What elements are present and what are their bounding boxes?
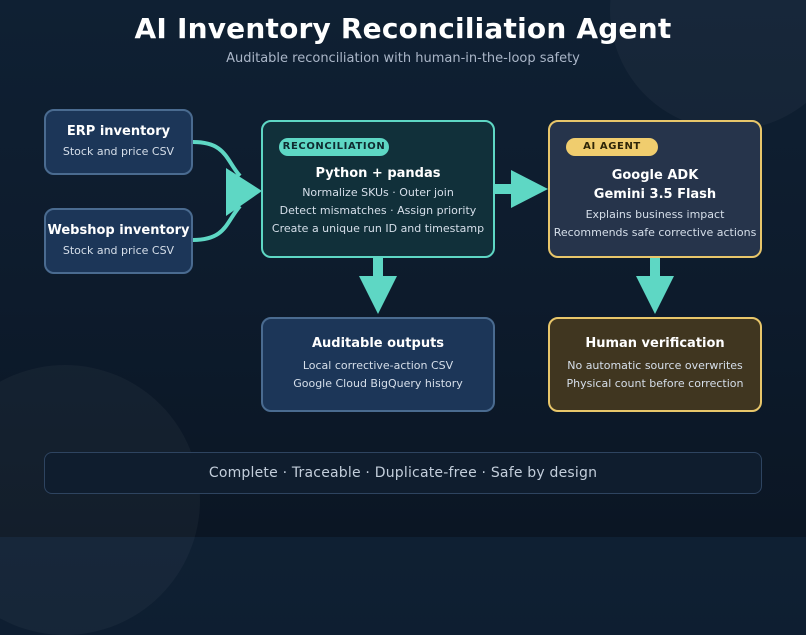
webshop-inventory-title: Webshop inventory [47,222,190,238]
webshop-inventory-subtitle: Stock and price CSV [62,243,175,257]
human-verification-title: Human verification [585,336,725,351]
human-verification-node: Human verification No automatic source o… [548,317,762,412]
reconciliation-badge: RECONCILIATION [279,138,389,156]
ai-agent-title: Google ADK Gemini 3.5 Flash [594,166,716,204]
erp-to-reconciliation-connector [192,140,242,178]
reconciliation-line-1: Normalize SKUs · Outer join [302,186,454,199]
ai-agent-node: AI AGENT Google ADK Gemini 3.5 Flash Exp… [548,120,762,258]
human-verification-line-1: No automatic source overwrites [567,359,743,372]
webshop-to-reconciliation-connector [192,204,242,242]
ai-agent-badge: AI AGENT [566,138,658,156]
agent-to-human-arrowhead [636,276,674,314]
flow-connectors [192,140,674,314]
reconciliation-title: Python + pandas [315,166,441,181]
reconciliation-to-agent-shaft [495,184,513,194]
footer-banner: Complete · Traceable · Duplicate-free · … [44,452,762,494]
erp-inventory-node: ERP inventory Stock and price CSV [44,109,193,175]
reconciliation-to-outputs-shaft [373,258,383,278]
ai-agent-line-2: Recommends safe corrective actions [553,226,757,239]
auditable-outputs-node: Auditable outputs Local corrective-actio… [261,317,495,412]
reconciliation-node: RECONCILIATION Python + pandas Normalize… [261,120,495,258]
reconciliation-to-agent-arrowhead [511,170,548,208]
reconciliation-line-2: Detect mismatches · Assign priority [279,204,477,217]
ai-agent-title-line-1: Google ADK [611,168,699,183]
agent-to-human-shaft [650,258,660,278]
page-subtitle: Auditable reconciliation with human-in-t… [226,51,580,66]
auditable-outputs-line-2: Google Cloud BigQuery history [293,377,463,390]
erp-inventory-title: ERP inventory [66,123,171,139]
ai-agent-title-line-2: Gemini 3.5 Flash [593,187,717,202]
page-title: AI Inventory Reconciliation Agent [134,12,672,45]
ai-agent-line-1: Explains business impact [585,208,725,221]
human-verification-line-2: Physical count before correction [566,377,744,390]
auditable-outputs-title: Auditable outputs [311,336,445,351]
reconciliation-to-outputs-arrowhead [359,276,397,314]
erp-inventory-subtitle: Stock and price CSV [62,144,175,158]
reconciliation-line-3: Create a unique run ID and timestamp [271,222,485,235]
footer-text: Complete · Traceable · Duplicate-free · … [208,465,598,481]
merge-arrowhead [226,168,262,216]
webshop-inventory-node: Webshop inventory Stock and price CSV [44,208,193,274]
auditable-outputs-line-1: Local corrective-action CSV [302,359,454,372]
